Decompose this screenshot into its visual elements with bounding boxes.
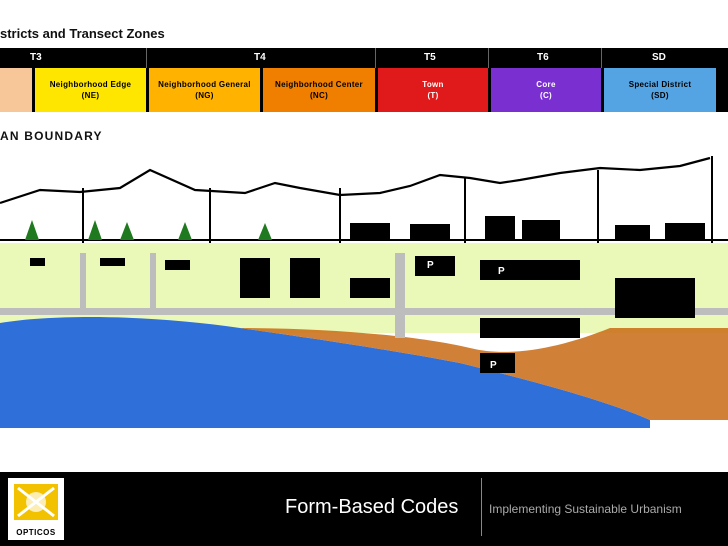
- opticos-logo: OPTICOS: [8, 478, 64, 540]
- district-row: Neighborhood Edge (NE) Neighborhood Gene…: [0, 68, 728, 112]
- district-name: Town: [422, 80, 444, 89]
- skyline-outline: [0, 156, 711, 205]
- shore-area: [240, 328, 728, 420]
- zone-divider: [488, 48, 489, 68]
- district-abbr: (NE): [81, 91, 100, 100]
- district-core: Core (C): [491, 68, 601, 112]
- road: [80, 253, 86, 313]
- water-area: [0, 316, 650, 428]
- building: [480, 318, 580, 338]
- zone-divider: [375, 48, 376, 68]
- zone-code-sd: SD: [652, 52, 666, 63]
- roads: [0, 253, 728, 338]
- tree: [120, 222, 134, 240]
- road: [150, 253, 156, 313]
- parking-label: P: [498, 266, 505, 277]
- footer-title: Form-Based Codes: [285, 496, 459, 518]
- district-abbr: (T): [427, 91, 439, 100]
- building-footprints: [30, 256, 695, 373]
- footer-subtitle: Implementing Sustainable Urbanism: [489, 502, 682, 516]
- road: [395, 253, 405, 338]
- building: [485, 216, 515, 240]
- district-name: Neighborhood Edge: [49, 80, 132, 89]
- footer-bar: OPTICOS Form-Based Codes Implementing Su…: [0, 472, 728, 546]
- slide-title: stricts and Transect Zones: [0, 26, 165, 41]
- transect-zone-bar: T3 T4 T5 T6 SD: [0, 48, 728, 68]
- boundary-label: AN BOUNDARY: [0, 129, 103, 143]
- building: [290, 258, 320, 298]
- district-neighborhood-edge: Neighborhood Edge (NE): [35, 68, 146, 112]
- transect-diagram: P P P: [0, 156, 728, 428]
- zone-code-t4: T4: [254, 52, 266, 63]
- building: [30, 258, 45, 266]
- building: [615, 225, 650, 240]
- building: [350, 278, 390, 298]
- building: [350, 223, 390, 240]
- building: [480, 353, 515, 373]
- parking-markers: P P P: [427, 260, 505, 371]
- zone-divider: [601, 48, 602, 68]
- district-dividers: [82, 156, 713, 243]
- district-name: Core: [536, 80, 556, 89]
- building: [240, 258, 270, 298]
- district-name: Special District: [628, 80, 692, 89]
- building: [100, 258, 125, 266]
- district-abbr: (NC): [309, 91, 329, 100]
- zone-code-t5: T5: [424, 52, 436, 63]
- building: [615, 278, 695, 318]
- zone-code-t3: T3: [30, 52, 42, 63]
- parking-label: P: [490, 360, 497, 371]
- district-town: Town (T): [378, 68, 488, 112]
- building: [165, 260, 190, 270]
- building: [522, 220, 560, 240]
- footer-divider: [481, 478, 482, 536]
- district-name: Neighborhood Center: [275, 80, 363, 89]
- district-abbr: (NG): [195, 91, 214, 100]
- trees: [25, 220, 272, 240]
- district-abbr: (C): [539, 91, 552, 100]
- district-neighborhood-general: Neighborhood General (NG): [149, 68, 260, 112]
- parking-label: P: [427, 260, 434, 271]
- building: [665, 223, 705, 240]
- road: [0, 308, 728, 315]
- building: [410, 224, 450, 240]
- building: [415, 256, 455, 276]
- district-neighborhood-center: Neighborhood Center (NC): [263, 68, 375, 112]
- zone-divider: [146, 48, 147, 68]
- district-special: Special District (SD): [604, 68, 716, 112]
- tree: [25, 220, 39, 240]
- buildings-elevation: [350, 216, 705, 240]
- logo-text: OPTICOS: [16, 528, 56, 537]
- district-abbr: (SD): [651, 91, 669, 100]
- tree: [178, 222, 192, 240]
- building: [480, 260, 580, 280]
- logo-mark-icon: [14, 484, 58, 520]
- tree: [88, 220, 102, 240]
- district-name: Neighborhood General: [158, 80, 251, 89]
- district-rural: [0, 68, 32, 112]
- tree: [258, 223, 272, 240]
- zone-code-t6: T6: [537, 52, 549, 63]
